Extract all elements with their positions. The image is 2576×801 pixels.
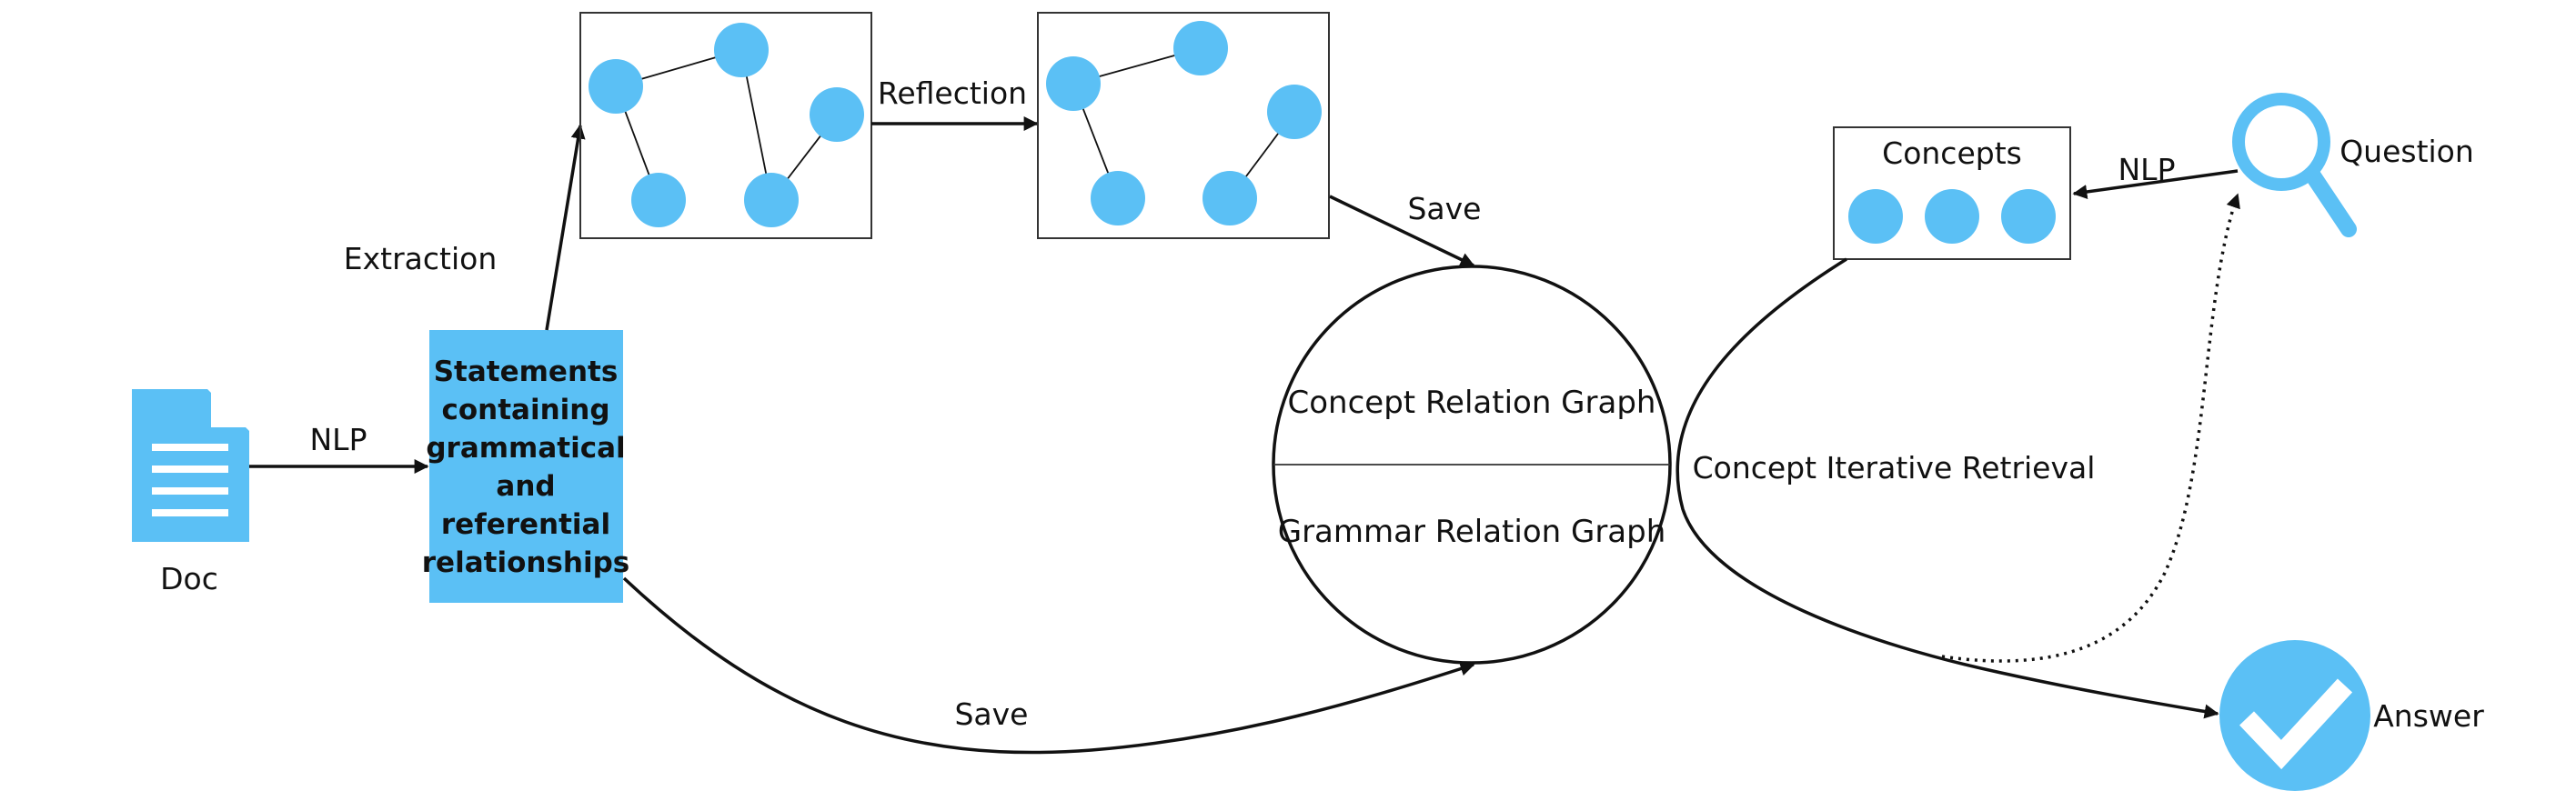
graph-node [1202, 171, 1257, 225]
nlp-left-label: NLP [310, 422, 367, 457]
statements-line-6: relationships [422, 546, 629, 579]
extracted-graph [579, 12, 872, 239]
grammar-graph-label: Grammar Relation Graph [1278, 514, 1666, 550]
concept-node [1848, 189, 1903, 244]
save-top-arrow [1329, 195, 1475, 267]
graph-node [631, 173, 686, 227]
save-bottom-arrow [622, 576, 1475, 755]
question-label: Question [2340, 134, 2474, 169]
save-bottom-label: Save [954, 696, 1028, 732]
statements-text: Statements containing grammatical and re… [422, 355, 629, 579]
graph-node [744, 173, 799, 227]
graph-node [1091, 171, 1145, 225]
statements-line-3: grammatical [426, 432, 625, 465]
statements-line-4: and [496, 470, 555, 503]
concepts-box [1833, 126, 2071, 260]
save-top-label: Save [1407, 191, 1481, 226]
magnifier-icon [2232, 93, 2357, 237]
retrieval-label: Concept Iterative Retrieval [1693, 450, 2096, 486]
relation-graph-store [1272, 265, 1672, 665]
feedback-dotted-arrow [1941, 193, 2240, 663]
statements-box [429, 330, 623, 603]
answer-label: Answer [2373, 698, 2484, 734]
statements-line-5: referential [441, 508, 610, 541]
concept-node [1925, 189, 1979, 244]
graph-node [810, 87, 864, 142]
graph-node [714, 23, 769, 77]
nlp-question-arrow [2072, 169, 2239, 199]
concepts-label: Concepts [1882, 135, 2022, 171]
graph-node [1173, 21, 1228, 75]
extraction-label: Extraction [344, 241, 497, 276]
doc-label: Doc [160, 561, 218, 596]
concept-node [2001, 189, 2056, 244]
nlp-right-label: NLP [2118, 152, 2176, 187]
retrieval-curve [1675, 257, 2219, 719]
extraction-arrow [545, 124, 586, 331]
checkmark-icon [2219, 640, 2370, 791]
graph-node [589, 59, 643, 114]
graph-node [1046, 56, 1101, 111]
reflected-graph [1037, 12, 1330, 239]
statements-line-2: containing [441, 394, 609, 426]
graph-node [1267, 85, 1322, 139]
reflection-label: Reflection [878, 75, 1027, 111]
statements-line-1: Statements [434, 355, 619, 388]
document-icon [132, 389, 249, 542]
concept-graph-label: Concept Relation Graph [1288, 385, 1656, 421]
